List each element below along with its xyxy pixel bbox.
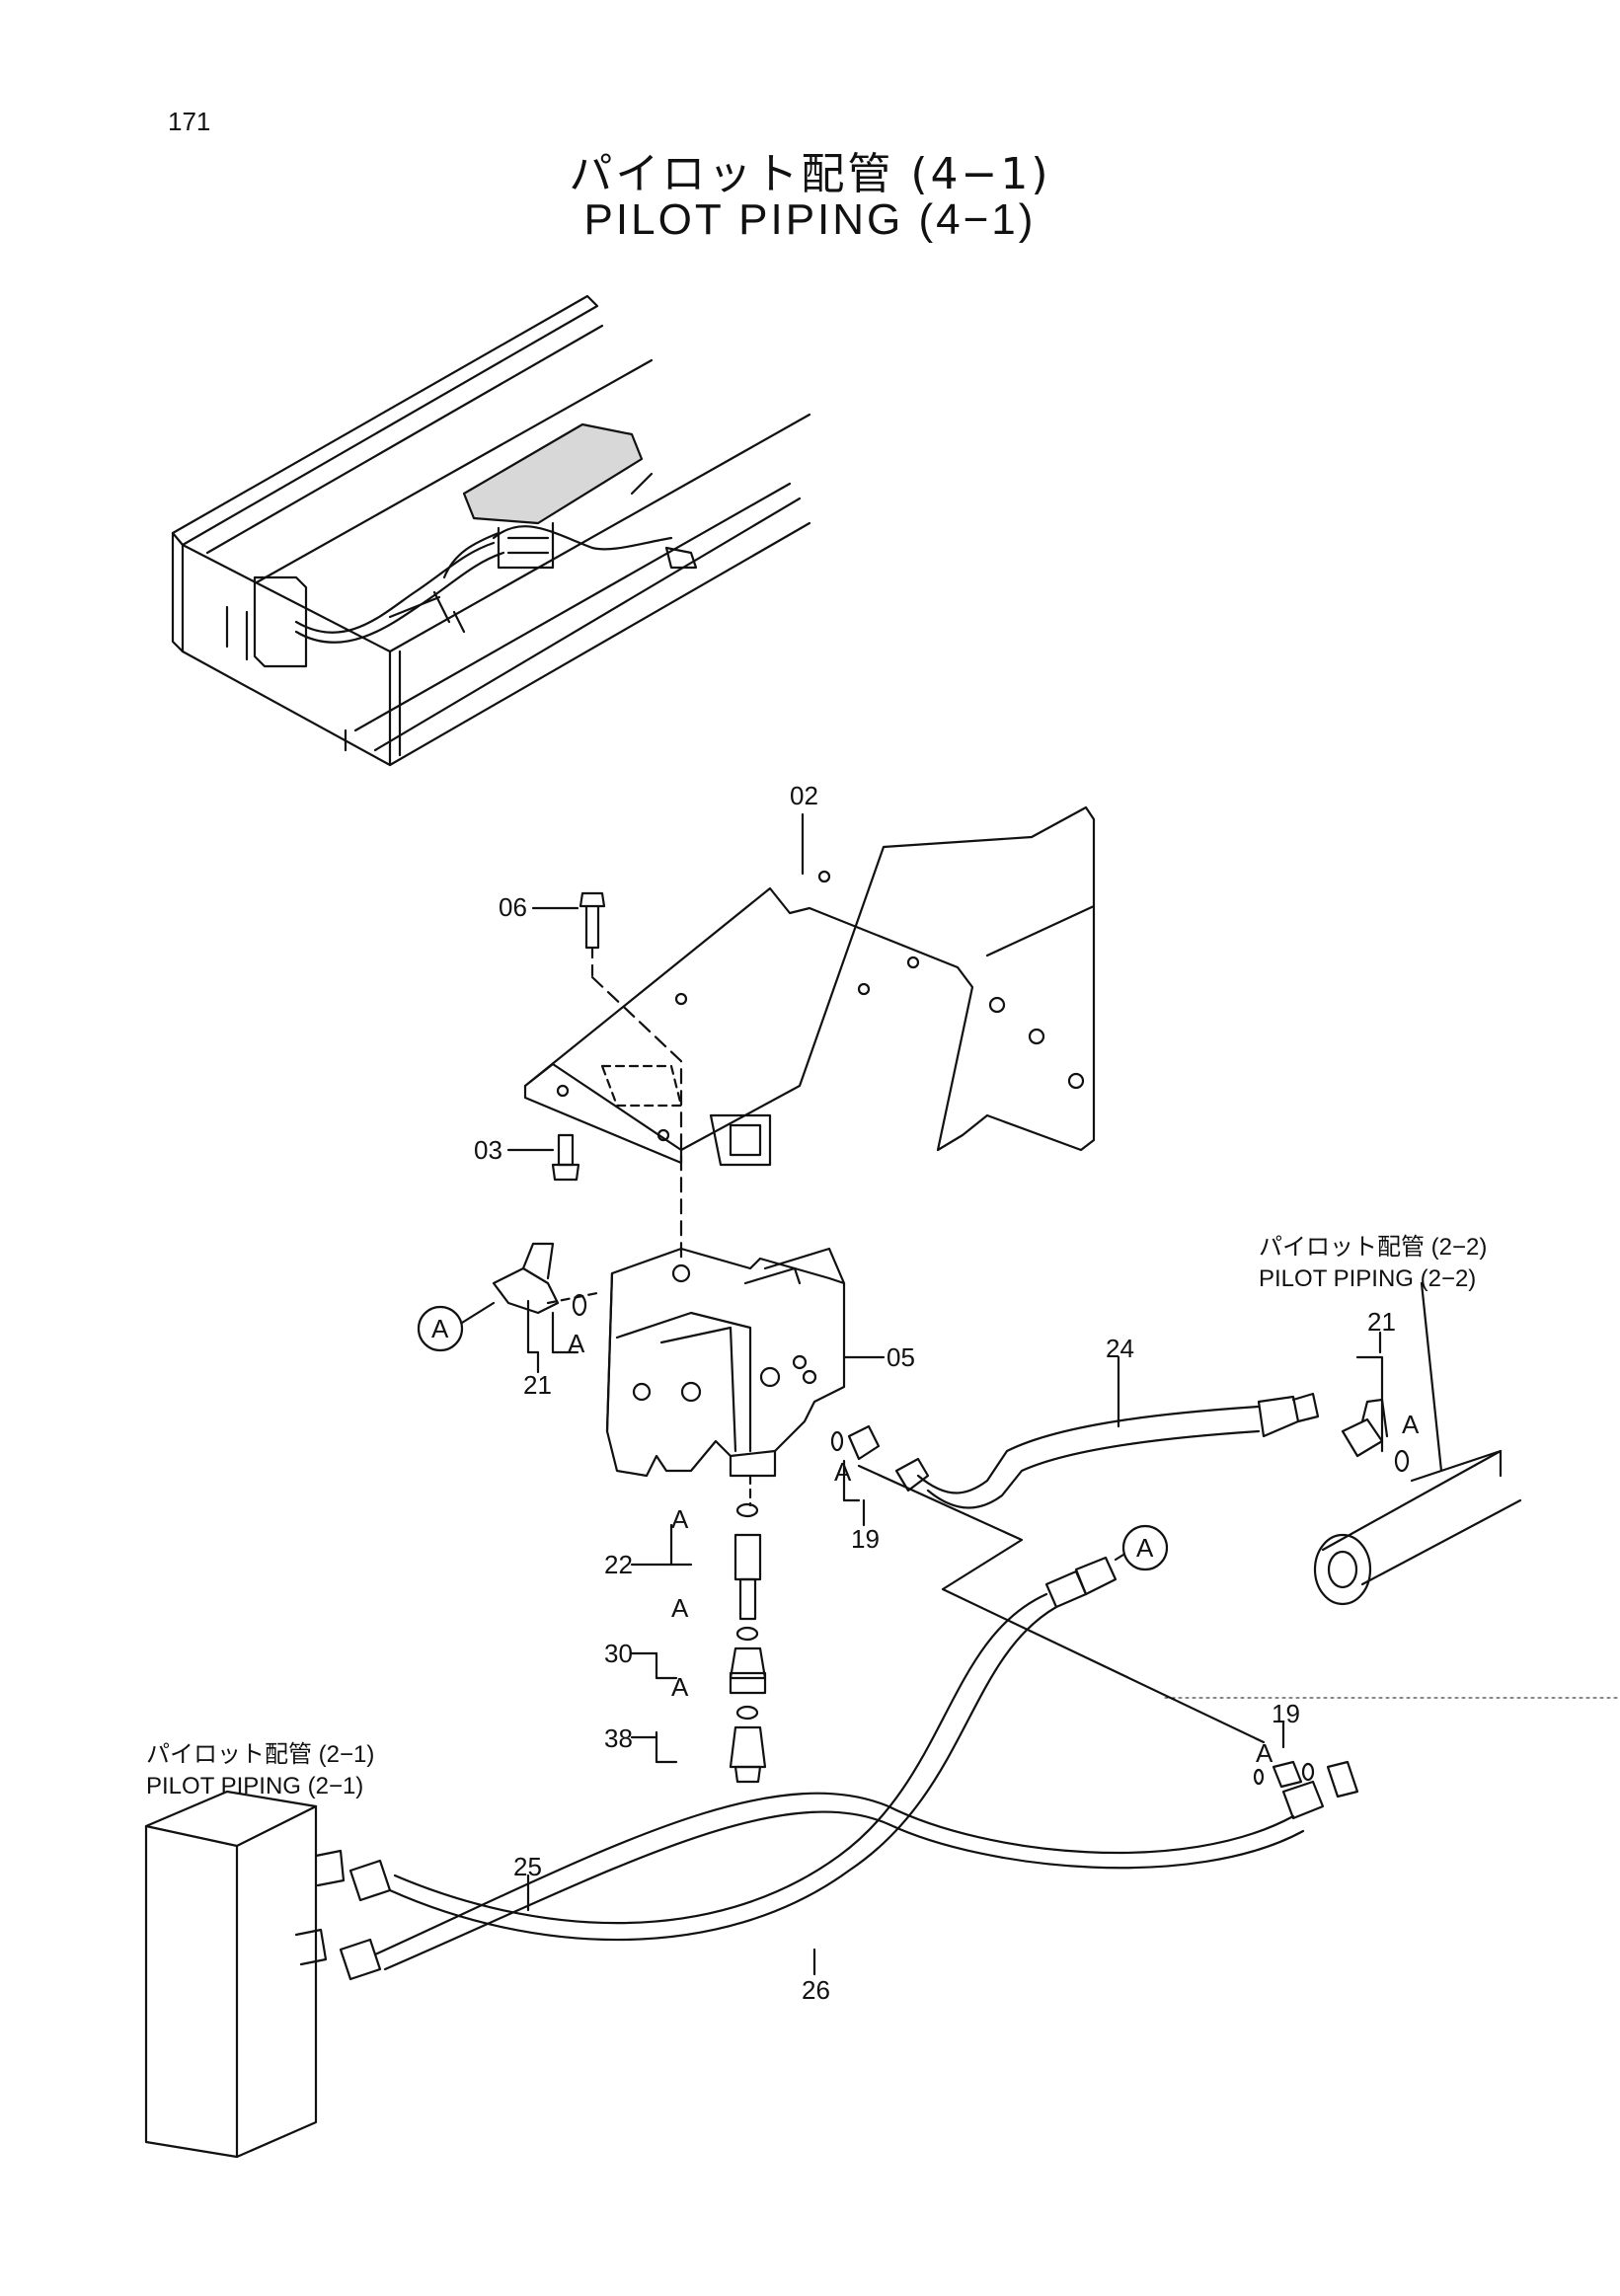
machine-frame-overview <box>171 294 811 767</box>
bracket-part-02 <box>523 805 1096 1167</box>
hose-part-25 <box>348 1556 1118 1942</box>
page-title-japanese: パイロット配管 (4−1) <box>569 149 1051 199</box>
oring-marker-right: A <box>834 1457 852 1487</box>
callout-38: 38 <box>604 1723 633 1753</box>
callout-19-right: 19 <box>1272 1699 1300 1728</box>
oring-marker-30: A <box>671 1593 689 1623</box>
callout-21-left: 21 <box>523 1370 552 1400</box>
connection-marker-left-leader <box>460 1301 496 1325</box>
callout-21-right: 21 <box>1367 1307 1396 1337</box>
callout-22: 22 <box>604 1550 633 1579</box>
callout-06: 06 <box>499 892 527 922</box>
callout-19-left: 19 <box>851 1524 880 1554</box>
callout-leaders <box>506 812 1382 1976</box>
connection-marker-label-right: A <box>1136 1533 1154 1563</box>
reference-pilot-2-2-en: PILOT PIPING (2−2) <box>1259 1265 1477 1292</box>
callout-02: 02 <box>790 781 818 810</box>
elbow-fitting-left <box>492 1242 599 1354</box>
reference-pilot-2-1: パイロット配管 (2−1) PILOT PIPING (2−1) <box>146 1739 374 1802</box>
routing-line <box>857 1464 1266 1744</box>
oring-marker-cylinder: A <box>1402 1410 1420 1439</box>
callout-30: 30 <box>604 1639 633 1668</box>
connection-marker-circle-right <box>1121 1524 1169 1571</box>
oring-marker-22: A <box>671 1504 689 1534</box>
valve-block-part-05 <box>605 1247 846 1507</box>
callout-26: 26 <box>802 1975 830 2005</box>
reference-pilot-2-2: パイロット配管 (2−2) PILOT PIPING (2−2) <box>1259 1232 1487 1295</box>
page-number: 171 <box>168 107 211 136</box>
callout-25: 25 <box>513 1852 542 1881</box>
hydraulic-cylinder-right <box>1313 1281 1522 1606</box>
pilot-valve-box-2-1 <box>144 1790 346 2159</box>
connection-marker-circle-left <box>417 1305 464 1352</box>
oring-marker-38: A <box>671 1672 689 1702</box>
callout-03: 03 <box>474 1135 502 1165</box>
reference-pilot-2-2-jp: パイロット配管 (2−2) <box>1259 1234 1488 1261</box>
callout-24: 24 <box>1106 1334 1134 1363</box>
page-title-english: PILOT PIPING (4−1) <box>583 195 1037 244</box>
hose-part-26 <box>339 1760 1359 1981</box>
hose-part-24 <box>830 1392 1320 1509</box>
centerline-bolt-06 <box>590 975 683 1265</box>
reference-pilot-2-1-en: PILOT PIPING (2−1) <box>146 1773 364 1799</box>
fitting-stack <box>655 1502 767 1784</box>
callout-05: 05 <box>887 1342 915 1372</box>
connection-marker-right-leader <box>1114 1553 1125 1562</box>
oring-marker-19-right: A <box>1256 1738 1273 1768</box>
bolt-part-03 <box>551 1133 580 1182</box>
connection-marker-label-left: A <box>431 1314 449 1343</box>
oring-marker-left: A <box>568 1329 585 1358</box>
bolt-part-06 <box>579 891 606 979</box>
reference-pilot-2-1-jp: パイロット配管 (2−1) <box>146 1741 375 1768</box>
